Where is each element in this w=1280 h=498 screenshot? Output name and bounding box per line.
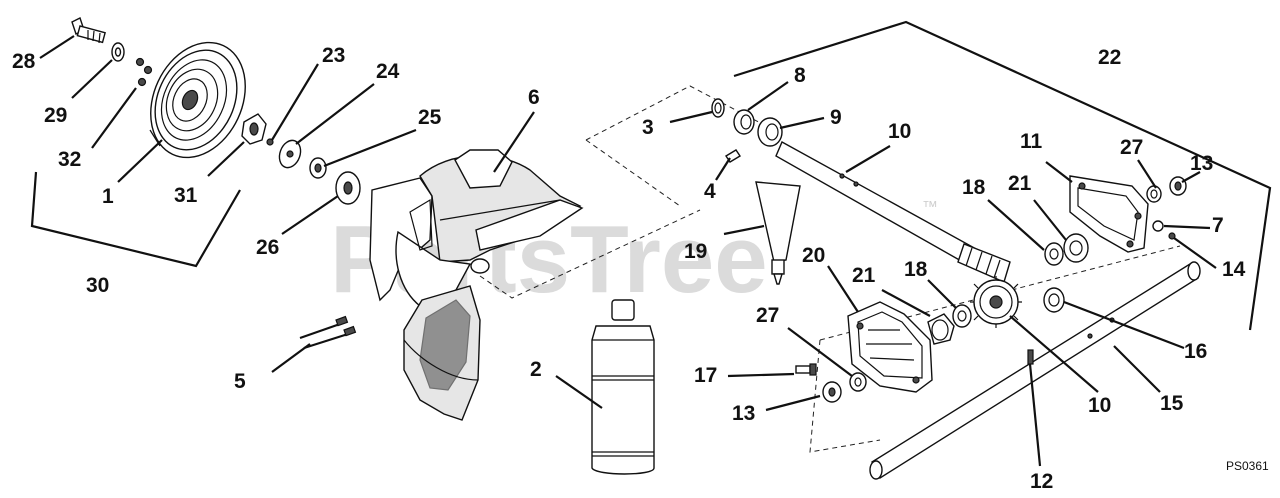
callout-26: 26: [256, 236, 279, 259]
callout-30: 30: [86, 274, 109, 297]
callout-18-bottom: 18: [904, 258, 928, 281]
callout-21-bottom: 21: [852, 264, 876, 287]
callout-28: 28: [12, 50, 36, 73]
part-8-spacer: [733, 109, 755, 135]
callout-17: 17: [694, 364, 717, 387]
part-23-ball: [266, 138, 274, 146]
part-27-washer-lower: [849, 372, 867, 392]
callout-5: 5: [234, 370, 246, 393]
part-32-screws: [135, 57, 153, 87]
part-9-bearing: [757, 117, 783, 147]
part-29-washer: [111, 42, 125, 62]
callout-1: 1: [102, 185, 114, 208]
callout-22: 22: [1098, 46, 1121, 69]
part-17-screw: [795, 363, 817, 376]
callout-12: 12: [1030, 470, 1053, 493]
part-5-pins: [299, 315, 357, 350]
part-18-washer-upper: [1044, 242, 1064, 266]
part-2-bottle: [591, 299, 655, 475]
callout-18-top: 18: [962, 176, 986, 199]
assembly-guides: [479, 85, 1181, 453]
callout-27-top: 27: [1120, 136, 1143, 159]
callout-15: 15: [1160, 392, 1184, 415]
callout-14: 14: [1222, 258, 1246, 281]
part-21-bushing-lower: [927, 313, 955, 345]
part-16-bearing: [1043, 287, 1065, 313]
callout-13-bottom: 13: [732, 402, 755, 425]
callout-16: 16: [1184, 340, 1207, 363]
drawing-code: PS0361: [1226, 459, 1269, 473]
callout-23: 23: [322, 44, 345, 67]
callout-4: 4: [704, 180, 716, 203]
callout-25: 25: [418, 106, 442, 129]
callout-13-top: 13: [1190, 152, 1213, 175]
part-15-axle: [869, 261, 1201, 480]
callout-19: 19: [684, 240, 707, 263]
leader-lines: [39, 35, 1217, 467]
callout-21-top: 21: [1008, 172, 1032, 195]
bracket-22: [733, 20, 1272, 331]
part-10-shaft: [775, 141, 1011, 283]
part-10-gear: [970, 276, 1022, 328]
part-6-housing: [369, 149, 584, 307]
callout-31: 31: [174, 184, 198, 207]
part-13-washer-top: [1169, 176, 1187, 196]
part-20-housing: [847, 301, 933, 393]
callout-11: 11: [1020, 130, 1043, 153]
callout-10-shaft: 10: [888, 120, 911, 143]
callout-9: 9: [830, 106, 842, 129]
part-24-plate: [278, 139, 302, 169]
part-25-bushing: [309, 157, 327, 179]
callout-24: 24: [376, 60, 400, 83]
part-21-bushing-upper: [1063, 233, 1089, 263]
part-18-washer-lower: [952, 304, 972, 328]
part-3-washer: [711, 98, 725, 118]
callout-10-gear: 10: [1088, 394, 1111, 417]
callout-2: 2: [530, 358, 542, 381]
part-7-bolt: [1152, 220, 1176, 240]
part-19-tube: [755, 181, 801, 285]
callout-27-bottom: 27: [756, 304, 779, 327]
callout-7: 7: [1212, 214, 1224, 237]
part-31-hub: [241, 113, 267, 145]
callout-20: 20: [802, 244, 825, 267]
part-6-chute-lower: [403, 285, 481, 421]
callout-3: 3: [642, 116, 654, 139]
part-11-housing: [1069, 175, 1149, 253]
callout-32: 32: [58, 148, 81, 171]
part-13-washer-lower: [822, 381, 842, 403]
part-27-washer-top: [1146, 185, 1162, 203]
part-28-bolt: [71, 17, 106, 44]
callouts: 28 29 32 1 30 31 23 24 25 26 6 5 2 3 8 9…: [12, 44, 1246, 493]
part-26-flange: [335, 171, 361, 205]
part-12-pin: [1027, 349, 1034, 365]
bracket-30: [30, 171, 241, 268]
callout-6: 6: [528, 86, 540, 109]
callout-29: 29: [44, 104, 67, 127]
callout-8: 8: [794, 64, 806, 87]
watermark-trademark: ™: [922, 199, 938, 216]
part-1-pulley: [149, 41, 246, 159]
